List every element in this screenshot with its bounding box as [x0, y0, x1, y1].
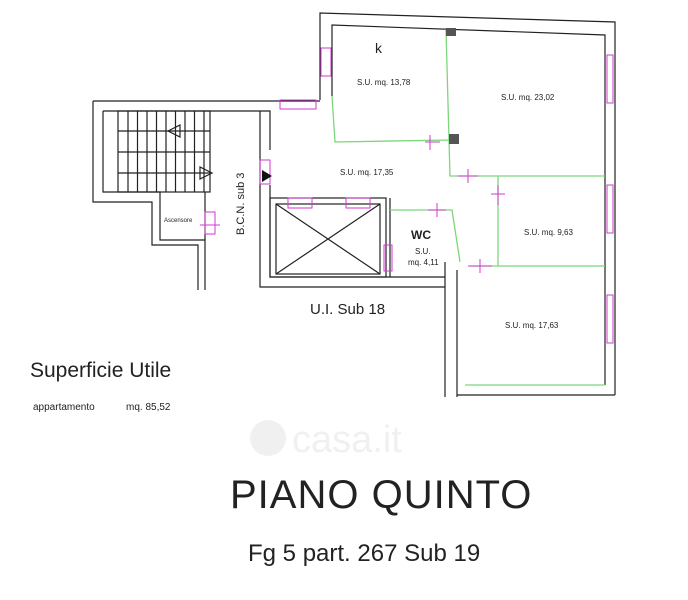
wc-label: WC — [411, 228, 431, 242]
elevator-label: Ascensore — [164, 218, 193, 224]
entrance-arrow-icon — [262, 170, 272, 182]
pillar — [449, 134, 459, 144]
bcn-label: B.C.N. sub 3 — [235, 173, 247, 235]
svg-text:casa.it: casa.it — [292, 419, 402, 461]
windows — [200, 47, 614, 344]
summary-title: Superficie Utile — [30, 359, 171, 382]
pillar — [446, 28, 456, 36]
staircase — [117, 110, 214, 193]
stair-arrow-icon — [199, 166, 214, 180]
cadastral-reference: Fg 5 part. 267 Sub 19 — [248, 540, 480, 567]
floor-title: PIANO QUINTO — [230, 473, 532, 517]
bedroom-lower-area: S.U. mq. 17,63 — [505, 321, 559, 330]
stair-arrow-icon — [166, 124, 181, 138]
shaft — [269, 197, 391, 278]
watermark: casa.it — [250, 419, 402, 461]
exterior-walls — [92, 12, 616, 397]
bedroom-small-area: S.U. mq. 9,63 — [524, 228, 573, 237]
summary-row-label: appartamento — [33, 402, 95, 413]
kitchen-label: k — [375, 40, 383, 56]
neighbor-label: U.I. Sub 18 — [310, 301, 385, 318]
bedroom-large-area: S.U. mq. 23,02 — [501, 93, 555, 102]
kitchen-area: S.U. mq. 13,78 — [357, 78, 411, 87]
wc-area: mq. 4,11 — [408, 258, 439, 267]
hall-area: S.U. mq. 17,35 — [340, 168, 394, 177]
wc-su: S.U. — [415, 247, 431, 256]
summary-row-value: mq. 85,52 — [126, 402, 171, 413]
partitions — [331, 28, 605, 386]
